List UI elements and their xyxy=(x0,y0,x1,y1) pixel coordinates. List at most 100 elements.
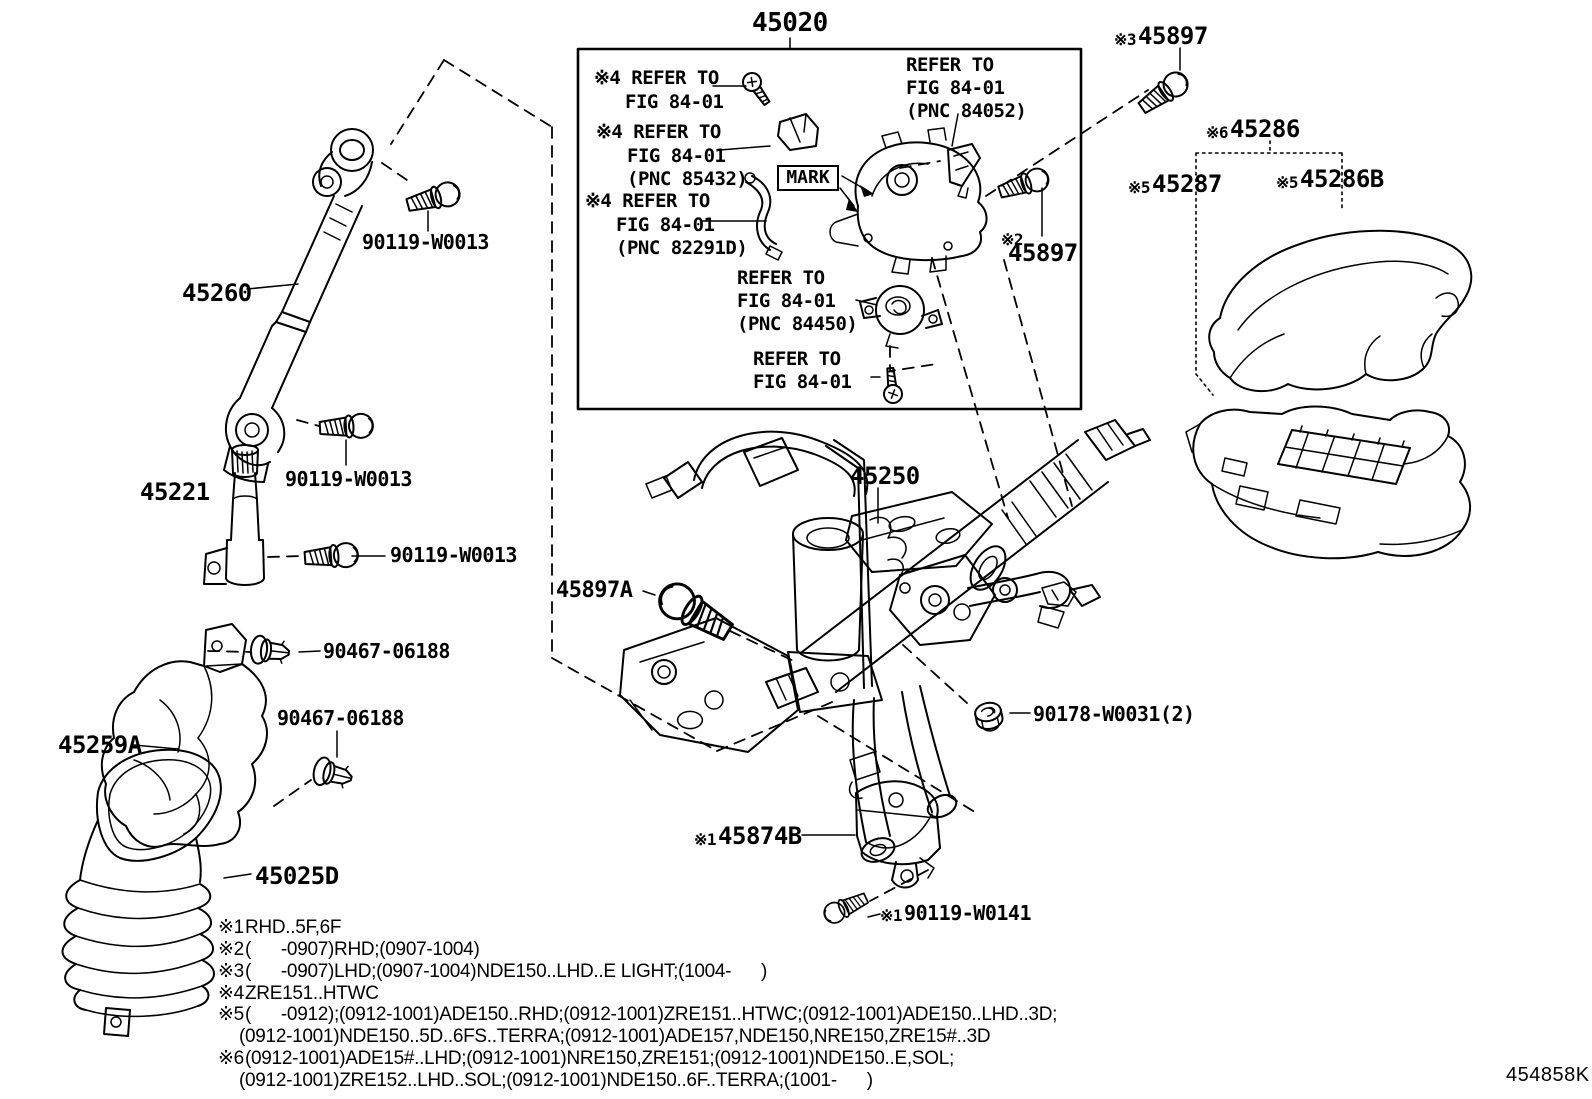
ref-marker: ※2 xyxy=(1001,230,1024,249)
legend-text: ( -0907)LHD;(0907-1004)NDE150..LHD..E LI… xyxy=(245,961,768,982)
drawing-number: 454858K xyxy=(1506,1064,1590,1086)
ref-marker: ※1 xyxy=(694,830,717,849)
refer-to-callout-line: REFER TO xyxy=(737,267,825,289)
part-label-45025D: 45025D xyxy=(255,864,339,888)
part-label-90119W0013: 90119-W0013 xyxy=(390,545,517,565)
bolt-90119-1-icon xyxy=(403,178,464,218)
detail-box-45020 xyxy=(576,47,1083,411)
legend-row: ※4ZRE151..HTWC xyxy=(218,984,379,1003)
legend-row: (0912-1001)ZRE152..LHD..SOL;(0912-1001)N… xyxy=(239,1071,873,1090)
ref-marker: ※5 xyxy=(1276,173,1299,192)
part-number: 45020 xyxy=(752,8,828,38)
illustration-column-cover-45286 xyxy=(1185,229,1473,560)
legend-text: ZRE151..HTWC xyxy=(245,983,379,1004)
mark-label: MARK xyxy=(777,165,839,191)
legend-text: (0912-1001)ADE15#..LHD;(0912-1001)NRE150… xyxy=(245,1048,954,1069)
part-number: 45897 xyxy=(1008,239,1078,267)
part-label-9046706188: 90467-06188 xyxy=(323,641,450,661)
refer-to-callout-line: (PNC 84052) xyxy=(906,100,1027,122)
refer-to-callout-line: ※4 REFER TO xyxy=(594,67,719,89)
part-label-45897A: 45897A xyxy=(556,578,633,603)
part-number: 45250 xyxy=(850,462,920,490)
legend-text: (0912-1001)NDE150..5D..6FS..TERRA;(0912-… xyxy=(239,1026,991,1047)
legend-marker: ※2 xyxy=(218,939,244,960)
nut-90178-icon xyxy=(972,699,1006,735)
part-label-45287: ※545287 xyxy=(1128,172,1222,196)
refer-to-callout-line: FIG 84-01 xyxy=(753,371,852,393)
legend-marker: ※4 xyxy=(218,983,244,1004)
ref-marker: ※1 xyxy=(880,906,903,925)
part-label-90119W0013: 90119-W0013 xyxy=(285,469,412,489)
legend-marker: ※6 xyxy=(218,1048,244,1069)
refer-to-callout-line: FIG 84-01 xyxy=(906,77,1005,99)
part-number: 90467-06188 xyxy=(277,706,404,730)
part-label-45897: ※345897 xyxy=(1114,24,1208,48)
part-number: 45260 xyxy=(182,279,252,307)
part-number: 90119-W0013 xyxy=(362,230,489,254)
legend-text: RHD..5F,6F xyxy=(245,917,342,938)
part-label-45286: ※645286 xyxy=(1206,117,1300,141)
part-label-45874B: ※145874B xyxy=(694,824,802,848)
legend-row: ※2( -0907)RHD;(0907-1004) xyxy=(218,939,480,960)
part-number: 90119-W0013 xyxy=(285,467,412,491)
part-number: 45897 xyxy=(1138,22,1208,50)
refer-to-callout-line: FIG 84-01 xyxy=(616,214,715,236)
illustration-boot-45025D xyxy=(61,748,222,1037)
legend-text: ( -0912);(0912-1001)ADE150..RHD;(0912-10… xyxy=(245,1004,1058,1025)
part-label-2: ※2 xyxy=(1001,224,1025,248)
ref-marker: ※5 xyxy=(1128,178,1151,197)
part-label-9046706188: 90467-06188 xyxy=(277,708,404,728)
refer-to-callout-line: (PNC 82291D) xyxy=(616,237,748,259)
refer-to-callout-line: FIG 84-01 xyxy=(625,91,724,113)
part-label-45020: 45020 xyxy=(752,10,828,36)
refer-to-callout-line: FIG 84-01 xyxy=(737,290,836,312)
part-label-45259A: 45259A xyxy=(58,733,142,757)
part-label-45250: 45250 xyxy=(850,464,920,488)
part-number: 45286 xyxy=(1230,115,1300,143)
illustration-detail-box-parts xyxy=(738,68,1053,405)
refer-to-callout-line: ※4 REFER TO xyxy=(585,190,710,212)
part-number: 45259A xyxy=(58,731,142,759)
part-number: 45874B xyxy=(718,822,802,850)
clip-90467-1-icon xyxy=(248,633,292,668)
part-label-90178W00312: 90178-W0031(2) xyxy=(1033,704,1195,724)
refer-to-callout-line: REFER TO xyxy=(906,54,994,76)
bracket-45286 xyxy=(1195,140,1343,396)
legend-row: (0912-1001)NDE150..5D..6FS..TERRA;(0912-… xyxy=(239,1026,991,1047)
part-number: 90119-W0141 xyxy=(904,901,1031,925)
legend-row: ※6(0912-1001)ADE15#..LHD;(0912-1001)NRE1… xyxy=(218,1049,954,1068)
refer-to-callout-line: REFER TO xyxy=(753,348,841,370)
part-number: 45287 xyxy=(1152,170,1222,198)
illustration-yoke-45221 xyxy=(203,444,265,586)
refer-to-callout-line: (PNC 85432) xyxy=(627,168,748,190)
ref-marker: ※3 xyxy=(1114,30,1137,49)
bolt-45897-top-icon xyxy=(1134,66,1194,119)
illustration-column-45250 xyxy=(619,419,1151,863)
part-label-45221: 45221 xyxy=(140,480,210,504)
legend-row: ※1RHD..5F,6F xyxy=(218,917,342,938)
refer-to-callout-line: ※4 REFER TO xyxy=(596,121,721,143)
illustration-small-bracket xyxy=(1041,581,1077,607)
legend-text: ( -0907)RHD;(0907-1004) xyxy=(245,939,480,960)
part-number: 45025D xyxy=(255,862,339,890)
part-label-90119W0013: 90119-W0013 xyxy=(362,232,489,252)
clip-90467-2-icon xyxy=(309,754,356,794)
leader-lines xyxy=(133,37,1181,918)
legend-text: (0912-1001)ZRE152..LHD..SOL;(0912-1001)N… xyxy=(239,1070,873,1091)
part-label-45897: 45897 xyxy=(1008,241,1078,265)
part-label-45286B: ※545286B xyxy=(1276,167,1384,191)
ref-marker: ※6 xyxy=(1206,123,1229,142)
refer-to-callout-line: (PNC 84450) xyxy=(737,313,858,335)
legend-row: ※5( -0912);(0912-1001)ADE150..RHD;(0912-… xyxy=(218,1005,1057,1024)
part-number: 90467-06188 xyxy=(323,639,450,663)
bolt-90119-W0141-icon xyxy=(820,887,872,928)
mark-arrows xyxy=(839,175,874,212)
part-label-45260: 45260 xyxy=(182,281,252,305)
legend-marker: ※3 xyxy=(218,961,244,982)
part-number: 45897A xyxy=(556,578,633,603)
refer-to-callout-line: FIG 84-01 xyxy=(627,145,726,167)
legend-marker: ※5 xyxy=(218,1004,244,1025)
